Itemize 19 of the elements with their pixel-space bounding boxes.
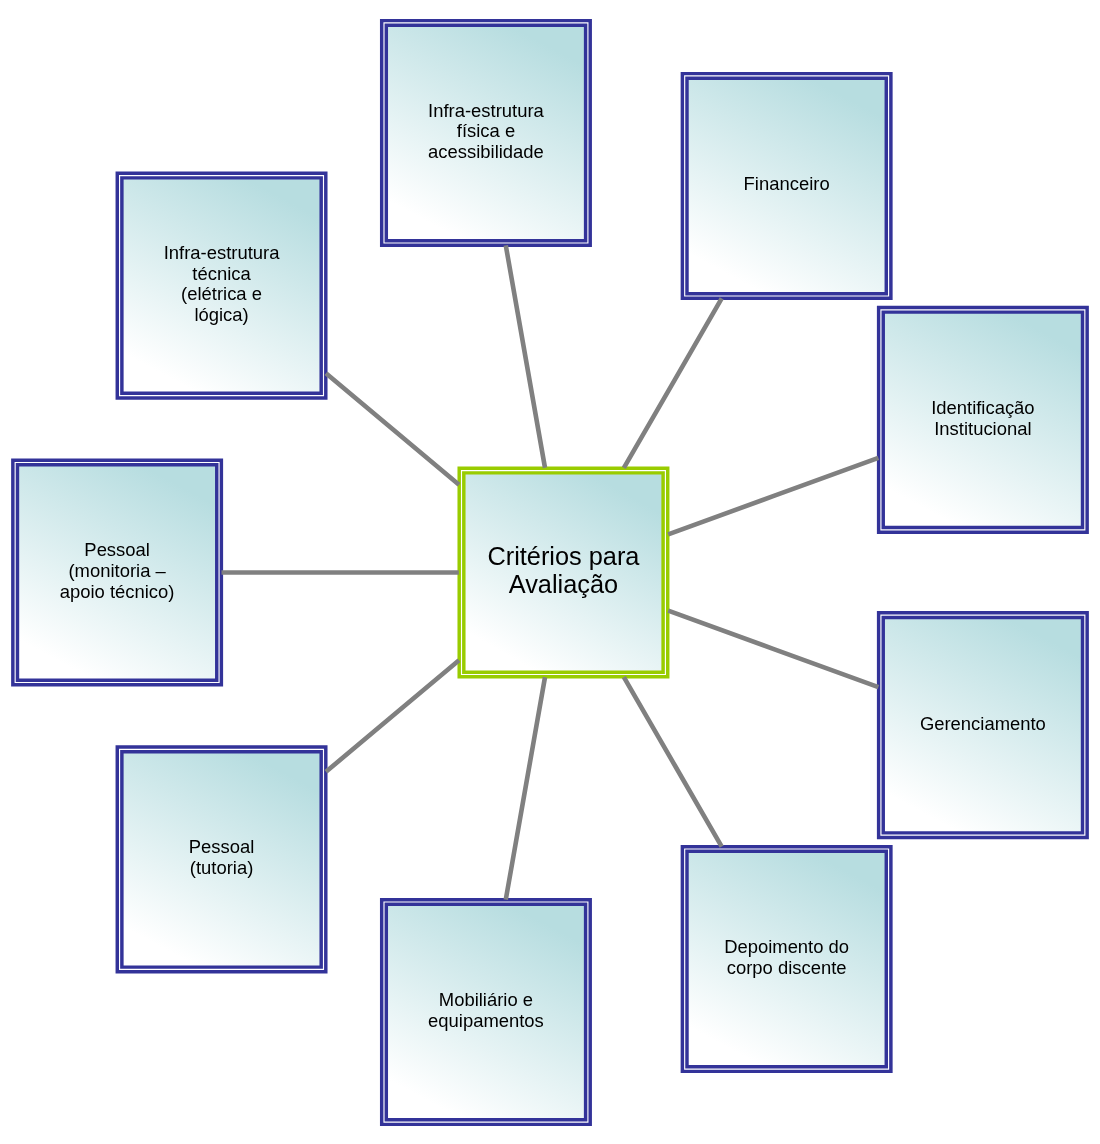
connector — [503, 244, 548, 468]
connector — [324, 657, 461, 774]
node-box: Financeiro — [680, 71, 893, 300]
node-box: Pessoal (monitoria – apoio técnico) — [11, 457, 224, 687]
connector — [667, 455, 880, 537]
connector — [324, 370, 461, 487]
node-box: Infra-estrutura física e acessibilidade — [379, 18, 592, 247]
node-box: Infra-estrutura técnica (elétrica e lógica) — [115, 171, 328, 400]
node-box: Identificação Institucional — [876, 305, 1089, 534]
connector — [667, 607, 880, 689]
connector — [503, 676, 548, 900]
node-box: Depoimento do corpo discente — [680, 844, 893, 1073]
node-box: Pessoal (tutoria) — [115, 744, 328, 973]
node-box: Gerenciamento — [876, 610, 1089, 839]
node-box: Mobiliário e equipamentos — [379, 897, 592, 1126]
connector — [621, 675, 724, 848]
connector — [221, 569, 459, 575]
connector — [621, 296, 724, 469]
node-box: Critérios para Avaliação — [457, 466, 670, 678]
